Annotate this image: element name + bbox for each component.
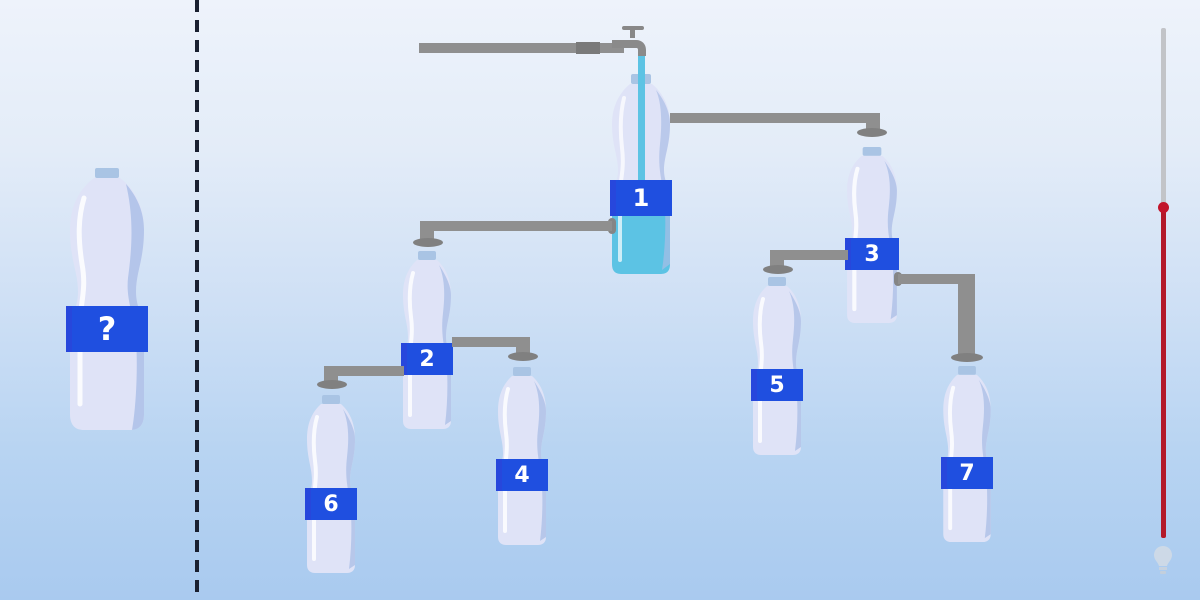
bottle-3[interactable]: 3	[845, 147, 899, 325]
bottle-3-label: 3	[845, 238, 899, 270]
pipe-outlet	[857, 128, 887, 137]
bottle-icon	[307, 395, 355, 573]
pipe-outlet	[317, 380, 347, 389]
pipe-2-to-4-drop	[516, 337, 530, 355]
bottle-7[interactable]: 7	[941, 366, 993, 544]
question-label: ?	[66, 306, 148, 352]
pipe-outlet	[951, 353, 983, 362]
bottle-icon	[847, 147, 897, 324]
bottle-1-label: 1	[610, 180, 672, 216]
lightbulb-icon[interactable]	[1153, 545, 1173, 575]
supply-pipe	[419, 43, 624, 53]
bottle-icon	[70, 168, 144, 430]
pipe-2-to-6	[324, 366, 404, 376]
bottle-2[interactable]: 2	[401, 251, 453, 431]
pipe-1-to-2	[420, 221, 612, 231]
bottle-5-label: 5	[751, 369, 803, 401]
pipe-1-to-3	[670, 113, 880, 123]
bottle-4-label: 4	[496, 459, 548, 491]
bottle-icon	[943, 366, 991, 543]
pipe-outlet	[413, 238, 443, 247]
pipe-3-to-5	[770, 250, 848, 260]
pipe-3-to-7	[898, 274, 975, 284]
pipe-3-to-5-drop	[770, 250, 784, 268]
bottle-5[interactable]: 5	[751, 277, 803, 457]
timer-knob[interactable]	[1158, 202, 1169, 213]
pipe-outlet	[763, 265, 793, 274]
dashed-divider	[195, 0, 199, 600]
question-bottle[interactable]: ?	[66, 168, 148, 432]
bottle-1[interactable]: 1	[610, 74, 672, 276]
bottle-2-label: 2	[401, 343, 453, 375]
faucet-icon	[612, 26, 646, 56]
pipe-inlet	[608, 218, 616, 234]
bottle-4[interactable]: 4	[496, 367, 548, 547]
bottle-6[interactable]: 6	[305, 395, 357, 575]
pipe-2-to-6-drop	[324, 366, 338, 382]
bottle-7-label: 7	[941, 457, 993, 489]
bottle-6-label: 6	[305, 488, 357, 520]
pipe-1-to-2-drop	[420, 221, 434, 241]
pipe-3-to-7-drop	[958, 274, 975, 356]
pipe-joint	[576, 42, 600, 54]
bottle-icon	[403, 251, 451, 429]
bottle-icon	[498, 367, 546, 545]
timer-fill	[1161, 208, 1166, 538]
bottle-icon	[753, 277, 801, 455]
pipe-2-to-4	[452, 337, 530, 347]
bottle-icon	[612, 74, 670, 274]
pipe-outlet	[508, 352, 538, 361]
